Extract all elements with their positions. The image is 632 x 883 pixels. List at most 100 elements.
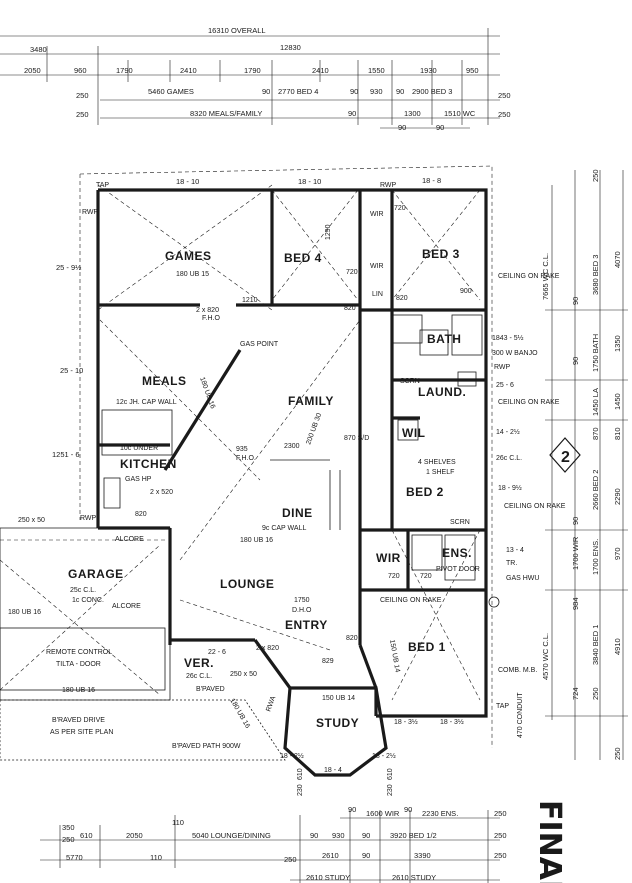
- note-ub16: 180 UB 16: [240, 537, 273, 544]
- note-230a: 230: [297, 784, 304, 796]
- rdim-250c: 250: [613, 747, 622, 760]
- room-lin: LIN: [372, 291, 383, 298]
- rdim-250a: 250: [591, 169, 600, 182]
- rdim-970: 970: [613, 547, 622, 560]
- dim-r2-3: 2770 BED 4: [278, 87, 318, 96]
- dim-r1-7: 1930: [420, 66, 437, 75]
- note-ub16-garage: 180 UB 16: [8, 609, 41, 616]
- bdim-r3-2: 250: [284, 855, 297, 864]
- rdim-wc-cl2: 4570 WC C.L.: [541, 633, 550, 680]
- room-ver: VER.: [184, 656, 214, 670]
- note-1290: 1290: [325, 224, 332, 240]
- room-wil: WIL: [402, 426, 426, 440]
- bdim-r2-3: 5040 LOUNGE/DINING: [192, 831, 271, 840]
- bdim-r2-0: 350: [62, 823, 75, 832]
- rdim-250b: 250: [591, 687, 600, 700]
- note-820k: 820: [135, 511, 147, 518]
- rdim-870: 870: [591, 427, 600, 440]
- dim-r2-7: 2900 BED 3: [412, 87, 452, 96]
- rdim-bed1: 3840 BED 1: [591, 625, 600, 665]
- note-scrn2: SCRN: [450, 519, 470, 526]
- note-2300: 2300: [284, 443, 300, 450]
- note-study-a: 18 - 2½: [280, 752, 304, 760]
- note-bath-width: 1843 - 5½: [492, 334, 524, 342]
- plan-number-marker: [549, 437, 581, 473]
- note-braved: B'PAVED: [196, 686, 225, 693]
- bdim-r2-4: 90: [310, 831, 318, 840]
- rdim-overall: 7665 WC C.L.: [541, 253, 550, 300]
- note-games-wall: 25 - 9½: [56, 263, 82, 272]
- note-comb: COMB. M.B.: [498, 667, 537, 674]
- note-garage-conc: 1c CONC.: [72, 597, 104, 604]
- note-rwp-tl: RWP: [82, 209, 99, 216]
- note-meals-wall: 25 - 10: [60, 366, 83, 375]
- note-2x520: 2 x 520: [150, 489, 173, 496]
- dim-r2-2: 90: [262, 87, 270, 96]
- room-study: STUDY: [316, 716, 359, 730]
- note-gas-point: GAS POINT: [240, 341, 279, 348]
- room-family: FAMILY: [288, 394, 334, 408]
- bottom-dimensions: [40, 810, 500, 883]
- note-span-b: 18 - 10: [298, 177, 321, 186]
- note-ver-cl: 26c C.L.: [186, 673, 212, 680]
- note-610a: 610: [297, 768, 304, 780]
- note-1750: 1750: [294, 597, 310, 604]
- bdim-r4-1: 2610 STUDY: [392, 873, 436, 882]
- room-wir: WIR: [376, 551, 401, 565]
- dim-r2-1: 5460 GAMES: [148, 87, 194, 96]
- fixtures: [101, 314, 500, 608]
- note-720b: 720: [346, 269, 358, 276]
- note-span-bed1-b: 18 - 3½: [440, 718, 464, 726]
- note-2x820: 2 x 820: [196, 307, 219, 314]
- rdim-1450: 1450: [613, 393, 622, 410]
- room-ens: ENS.: [442, 546, 472, 560]
- note-720d: 720: [420, 573, 432, 580]
- dim-r1-4: 1790: [244, 66, 261, 75]
- annotations: TAP RWP RWP 180 UB 15 18 - 10 18 - 10 18…: [8, 176, 566, 796]
- note-2x820b: 2 x 820: [256, 645, 279, 652]
- note-rwa: RWA: [265, 695, 277, 713]
- note-ub16-ver: 180 UB 16: [228, 698, 251, 730]
- note-870: 870 S/D: [344, 435, 369, 442]
- note-alcore-a: ALCORE: [115, 536, 144, 543]
- room-kitchen: KITCHEN: [120, 457, 177, 471]
- note-gas-hwu: GAS HWU: [506, 575, 539, 582]
- dim-r2-4: 90: [350, 87, 358, 96]
- dim-r3-4: 1510 WC: [444, 109, 476, 118]
- note-alcore-b: ALCORE: [112, 603, 141, 610]
- note-720a: 720: [394, 205, 406, 212]
- note-under: 10c UNDER: [120, 445, 158, 452]
- note-scrn: SCRN: [400, 378, 420, 385]
- note-gas-hp: GAS HP: [125, 476, 152, 483]
- top-dimensions: 16310 OVERALL 3480 12830 2050 960 1790 2…: [0, 26, 511, 132]
- note-remote: REMOTE CONTROL: [46, 649, 112, 656]
- room-wir-top2: WIR: [370, 263, 384, 270]
- bdim-r1-3: 2230 ENS.: [422, 809, 458, 818]
- room-bath: BATH: [427, 332, 461, 346]
- note-fho2: F.H.O.: [236, 455, 256, 462]
- room-meals: MEALS: [142, 374, 187, 388]
- note-wil-span: 14 - 2½: [496, 428, 520, 436]
- dim-overall: 16310 OVERALL: [208, 26, 266, 35]
- bdim-r1-1: 1600 WIR: [366, 809, 400, 818]
- note-tap-right: TAP: [496, 703, 509, 710]
- note-conduit: 470 CONDUIT: [517, 692, 524, 738]
- dim-r4-1: 90: [436, 123, 444, 132]
- note-ceiling-rake-3: CEILING ON RAKE: [504, 503, 566, 510]
- note-bed1-beam: 150 UB 14: [388, 639, 401, 673]
- bdim-r2-1: 610: [80, 831, 93, 840]
- rdim-4070: 4070: [613, 251, 622, 268]
- note-1210: 1210: [242, 297, 258, 304]
- walls: [96, 188, 488, 777]
- bdim-r3-0: 5770: [66, 853, 83, 862]
- rdim-810: 810: [613, 427, 622, 440]
- note-820b: 820: [396, 295, 408, 302]
- note-rwp-right: RWP: [494, 364, 511, 371]
- room-garage: GARAGE: [68, 567, 124, 581]
- note-games-beam: 180 UB 15: [176, 271, 209, 278]
- note-820e: 820: [346, 635, 358, 642]
- note-820a: 820: [344, 305, 356, 312]
- note-span-a: 18 - 10: [176, 177, 199, 186]
- room-entry: ENTRY: [285, 618, 328, 632]
